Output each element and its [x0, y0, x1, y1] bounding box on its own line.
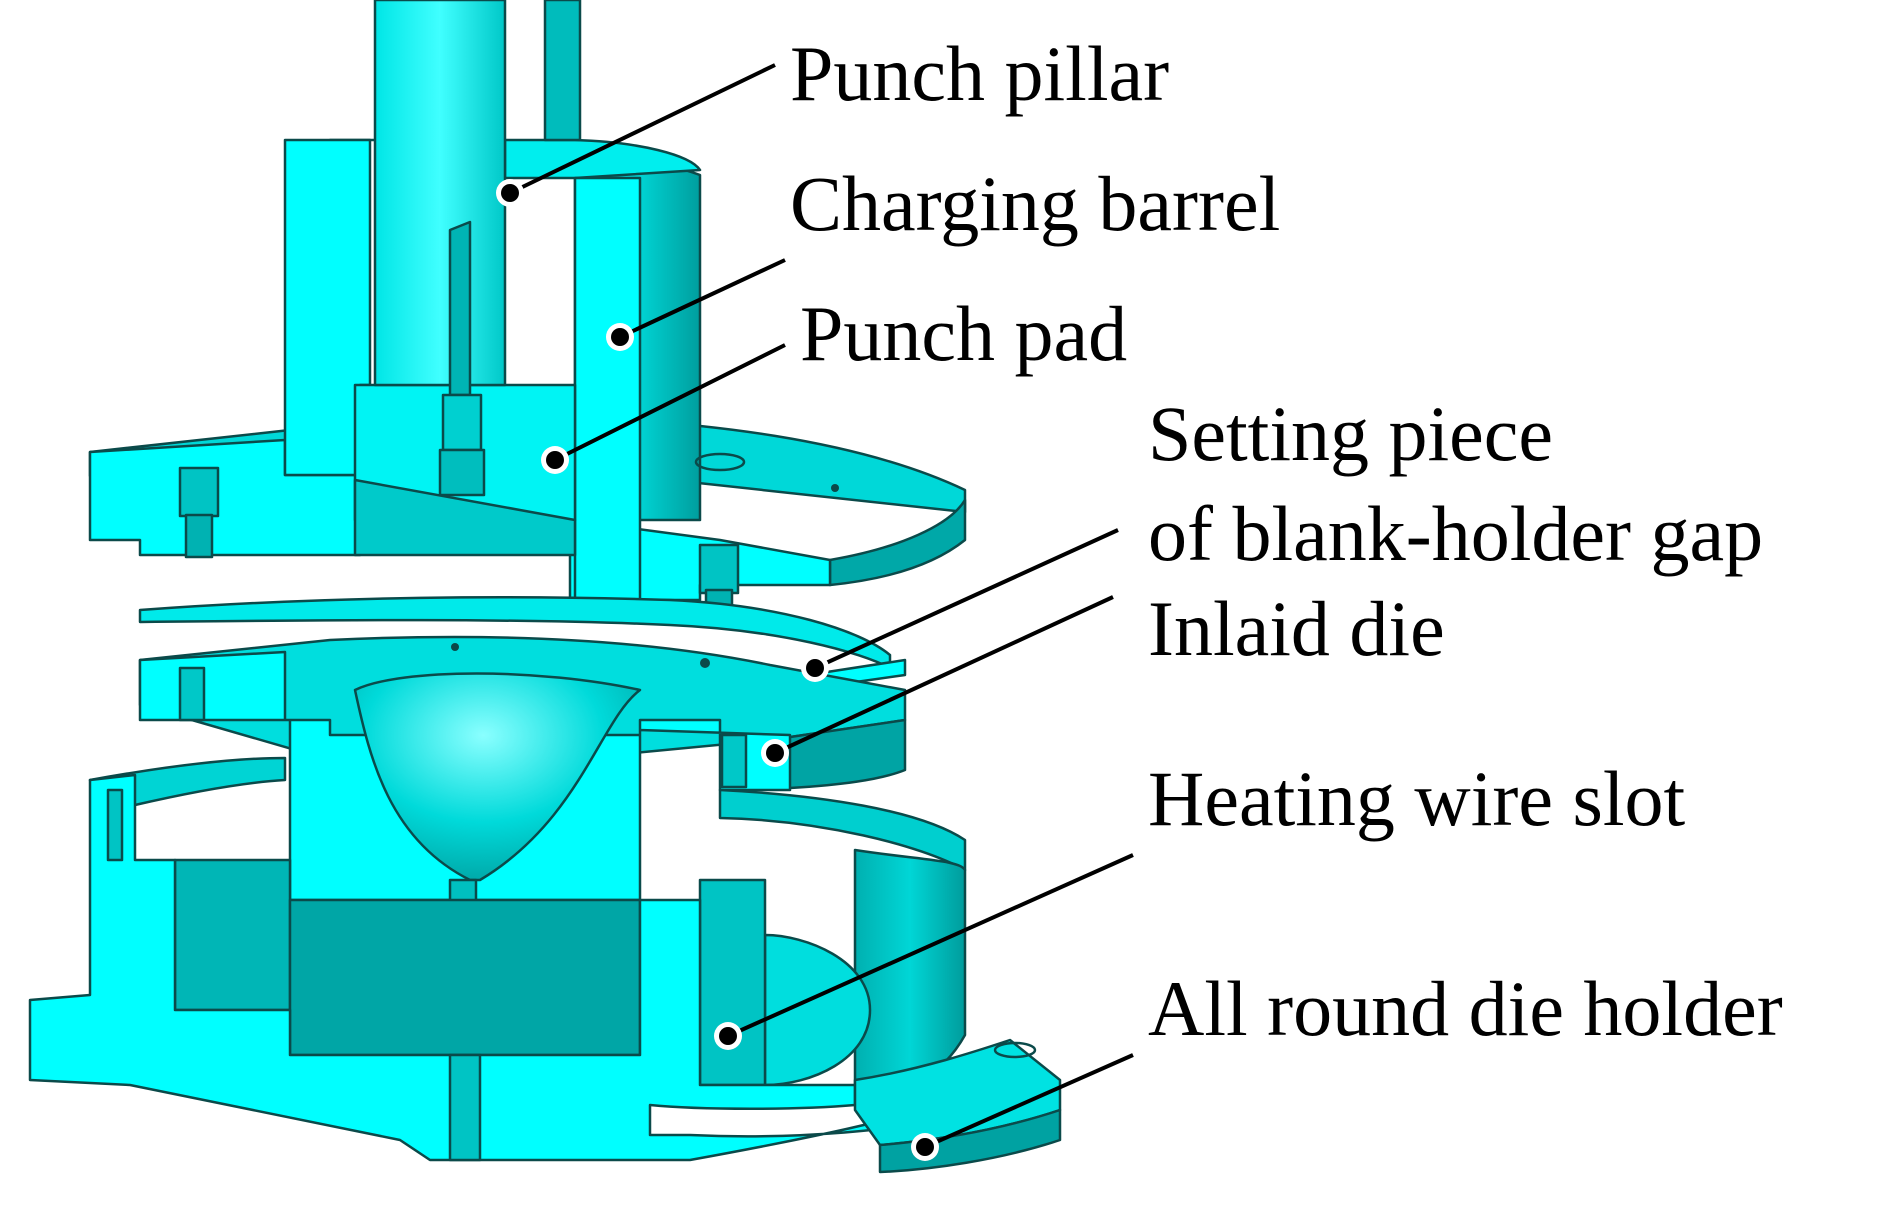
marker-charging-barrel — [611, 328, 629, 346]
die-holder-base-pin — [448, 1053, 482, 1162]
flange-small-hole — [831, 484, 839, 492]
punch-pad-lower-shade — [353, 478, 577, 557]
pillar-pin-base — [438, 448, 486, 497]
inlaid-die-pin-left — [178, 666, 206, 722]
die-holder-bolt-hole — [993, 1041, 1037, 1059]
charging-barrel-right-wall — [573, 176, 642, 602]
leader-heating-wire-slot — [727, 853, 1134, 1038]
punch-pillar-side — [543, 0, 582, 142]
die-holder-inner-ring — [288, 898, 642, 1057]
flange-hole-ring — [694, 452, 746, 472]
leader-die-holder — [924, 1053, 1134, 1149]
flange-bolt-right — [698, 543, 740, 595]
label-inlaid-die: Inlaid die — [1148, 585, 1445, 672]
die-holder-inner-chamber — [173, 858, 292, 1012]
label-punch-pad: Punch pad — [800, 290, 1127, 377]
heating-wire-slot-cut — [698, 878, 767, 1087]
die-bowl-cavity — [353, 672, 642, 882]
marker-heating-wire-slot — [719, 1027, 737, 1045]
pillar-pin-head — [441, 393, 483, 452]
inlaid-die-rim — [768, 718, 907, 790]
label-all-round-die-holder: All round die holder — [1148, 965, 1783, 1052]
heating-wire-slot-cylinder — [763, 933, 872, 1087]
leader-lines — [496, 63, 1134, 1161]
marker-die-holder — [916, 1138, 934, 1156]
leader-setting-piece — [814, 528, 1119, 670]
leader-charging-barrel — [619, 258, 786, 339]
marker-setting-piece — [806, 659, 824, 677]
inlaid-die-hole-2 — [700, 658, 710, 668]
leader-punch-pad — [554, 343, 786, 462]
die-holder-back-rim — [88, 756, 287, 807]
die-holder-right-ring — [718, 788, 967, 872]
inlaid-die-part — [138, 635, 907, 917]
leader-inlaid-die — [774, 595, 1114, 755]
part-labels: Punch pillar Charging barrel Punch pad S… — [790, 30, 1783, 1052]
charging-barrel-top — [328, 138, 702, 180]
upper-die-assembly — [88, 0, 967, 612]
inlaid-die-hole-1 — [451, 643, 459, 651]
label-punch-pillar: Punch pillar — [790, 30, 1169, 117]
marker-punch-pillar — [501, 184, 519, 202]
inlaid-die-pin-right — [720, 733, 748, 789]
die-holder-left-pin — [106, 788, 124, 862]
marker-punch-pad — [546, 451, 564, 469]
pillar-pin-hole — [448, 220, 472, 397]
label-setting-piece-line2: of blank-holder gap — [1148, 490, 1763, 577]
die-holder-cut-face — [28, 773, 992, 1162]
marker-inlaid-die — [766, 744, 784, 762]
label-heating-wire-slot: Heating wire slot — [1148, 755, 1686, 842]
leader-punch-pillar — [509, 63, 776, 195]
upper-flange-rim — [828, 498, 967, 587]
flange-bolt-left-shank — [184, 513, 214, 559]
punch-pillar-shaft — [373, 0, 507, 387]
flange-bolt-left — [178, 466, 220, 518]
label-charging-barrel: Charging barrel — [790, 160, 1280, 247]
label-setting-piece-line1: Setting piece — [1148, 390, 1553, 477]
